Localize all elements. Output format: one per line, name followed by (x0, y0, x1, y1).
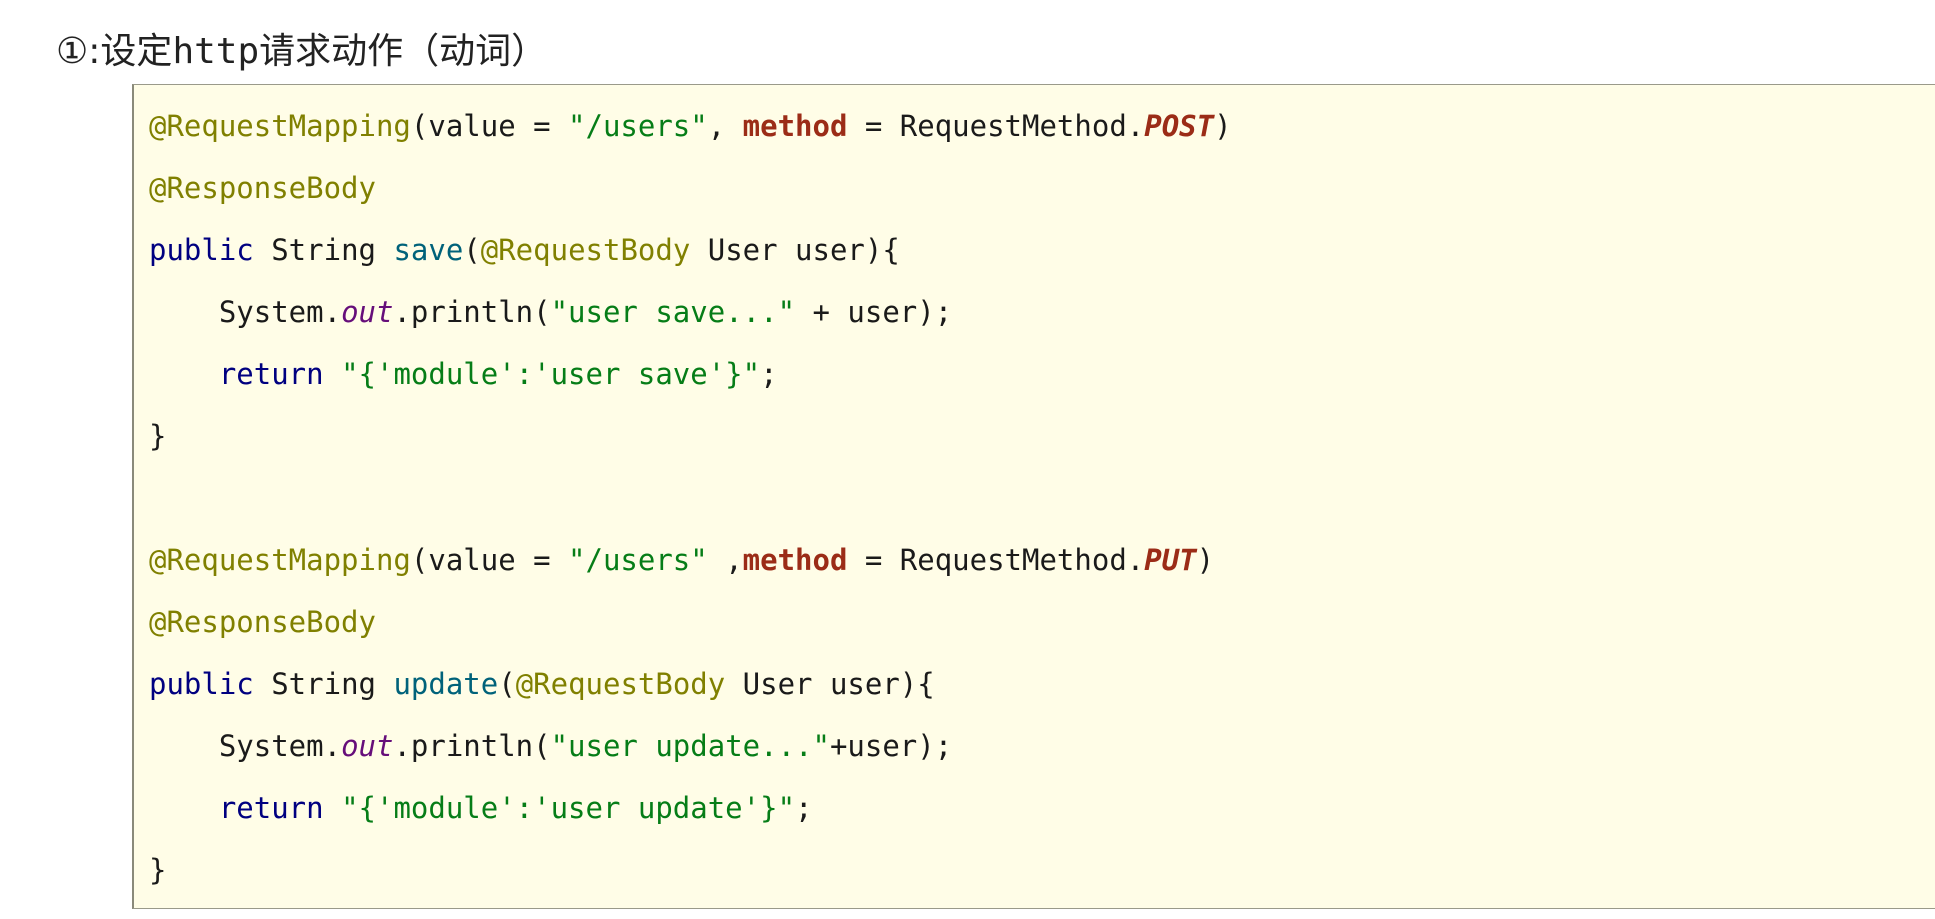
string-literal: "/users" (568, 109, 708, 143)
code-content: @RequestMapping(value = "/users", method… (149, 95, 1232, 901)
closing-brace: } (149, 419, 167, 453)
enum-constant-post: POST (1144, 109, 1215, 143)
code-text: .println( (393, 295, 551, 329)
code-line: return "{'module':'user update'}"; (149, 777, 1232, 839)
code-block: @RequestMapping(value = "/users", method… (132, 84, 1935, 909)
code-text: , (707, 543, 743, 577)
heading-text-before: 设定 (100, 31, 173, 72)
heading-colon: : (88, 31, 101, 72)
heading-text-http: http (172, 31, 260, 72)
heading-text-after: 请求动作（动词） (259, 31, 548, 72)
code-text: ( (463, 233, 481, 267)
string-literal: "/users" (568, 543, 708, 577)
code-text: (value = (410, 543, 569, 577)
section-heading: ①:设定http请求动作（动词） (56, 26, 547, 78)
heading-number: ① (56, 31, 89, 72)
code-line: return "{'module':'user save'}"; (149, 343, 1232, 405)
code-line: @ResponseBody (149, 591, 1232, 653)
keyword-public: public (149, 233, 254, 267)
keyword-return: return (218, 357, 324, 391)
code-text: +user); (829, 729, 953, 763)
code-line: public String update(@RequestBody User u… (149, 653, 1232, 715)
code-line: @RequestMapping(value = "/users", method… (149, 95, 1232, 157)
code-text: ; (760, 357, 778, 391)
code-text: User user){ (690, 233, 900, 267)
code-indent (149, 357, 219, 391)
code-text: String (253, 233, 394, 267)
named-param-method: method (742, 543, 848, 577)
code-blank-line (149, 467, 1232, 529)
code-text: + user); (795, 295, 953, 329)
static-field-out: out (341, 295, 394, 329)
annotation-request-mapping: @RequestMapping (149, 109, 411, 143)
code-text: ) (1214, 109, 1232, 143)
code-text: (value = (410, 109, 569, 143)
string-literal: "user save..." (550, 295, 796, 329)
annotation-request-body: @RequestBody (515, 667, 726, 701)
code-text: System. (218, 295, 342, 329)
code-line: } (149, 405, 1232, 467)
code-text: .println( (393, 729, 551, 763)
code-line: @RequestMapping(value = "/users" ,method… (149, 529, 1232, 591)
static-field-out: out (341, 729, 394, 763)
code-text: = RequestMethod. (847, 543, 1145, 577)
keyword-public: public (149, 667, 254, 701)
code-text: = RequestMethod. (847, 109, 1145, 143)
string-literal: "{'module':'user update'}" (341, 791, 796, 825)
code-text: String (253, 667, 394, 701)
code-text: ) (1196, 543, 1215, 577)
method-name-save: save (393, 233, 464, 267)
annotation-request-body: @RequestBody (480, 233, 691, 267)
string-literal: "user update..." (550, 729, 830, 763)
code-text: , (707, 109, 743, 143)
named-param-method: method (742, 109, 848, 143)
code-text (324, 791, 341, 825)
code-text: User user){ (725, 667, 935, 701)
code-indent (149, 729, 219, 763)
code-indent (149, 295, 219, 329)
annotation-response-body: @ResponseBody (149, 605, 376, 639)
annotation-request-mapping: @RequestMapping (149, 543, 411, 577)
annotation-response-body: @ResponseBody (149, 171, 376, 205)
code-line: System.out.println("user update..."+user… (149, 715, 1232, 777)
code-text (324, 357, 341, 391)
keyword-return: return (218, 791, 324, 825)
enum-constant-put: PUT (1144, 543, 1197, 577)
code-line: public String save(@RequestBody User use… (149, 219, 1232, 281)
code-text: ( (498, 667, 516, 701)
code-indent (149, 791, 219, 825)
code-line: } (149, 839, 1232, 901)
code-line: @ResponseBody (149, 157, 1232, 219)
code-text: System. (218, 729, 342, 763)
code-line: System.out.println("user save..." + user… (149, 281, 1232, 343)
method-name-update: update (393, 667, 499, 701)
closing-brace: } (149, 853, 167, 887)
code-text: ; (795, 791, 813, 825)
string-literal: "{'module':'user save'}" (341, 357, 761, 391)
